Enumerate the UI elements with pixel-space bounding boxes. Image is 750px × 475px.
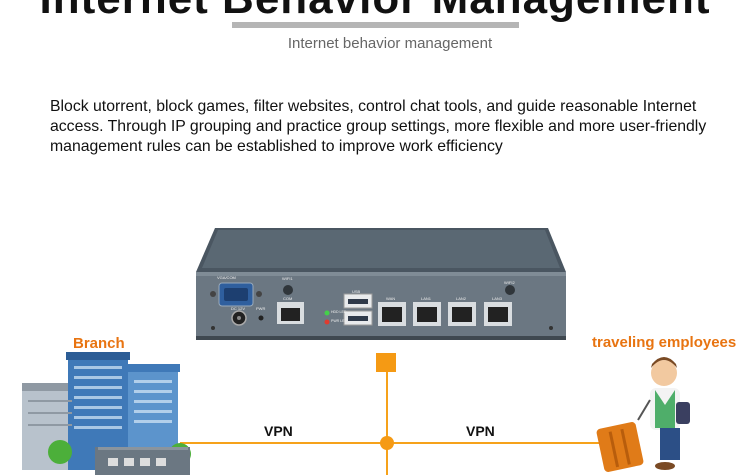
wifi2-label: WIFI2 — [504, 280, 515, 285]
wan-label: WAN — [386, 296, 396, 301]
hdd-led-label: HDD LED — [331, 310, 347, 314]
branch-building-icon — [22, 352, 191, 475]
lan3-label: LAN3 — [492, 296, 503, 301]
usb-label: USB — [352, 289, 361, 294]
lan1-label: LAN1 — [421, 296, 432, 301]
vpn-connection-lines — [180, 353, 600, 475]
title-underline — [232, 22, 519, 28]
com-port-label: COM — [283, 296, 293, 301]
firewall-device — [196, 228, 566, 340]
vga-port-label: VGA/COM — [217, 275, 236, 280]
page-subtitle: Internet behavior management — [287, 35, 493, 52]
wifi1-label: WIFI1 — [282, 276, 293, 281]
page-title: Internet Behavior Management — [0, 0, 750, 24]
traveling-employees-label: traveling employees — [592, 334, 737, 351]
traveling-employee-icon — [596, 357, 690, 472]
branch-label: Branch — [73, 335, 125, 352]
pwr-led-label: PWR LED — [331, 319, 347, 323]
vpn-label-right: VPN — [466, 423, 495, 439]
pwr-label: PWR — [256, 306, 266, 311]
lan2-label: LAN2 — [456, 296, 467, 301]
vpn-label-left: VPN — [264, 423, 293, 439]
description-text: Block utorrent, block games, filter webs… — [50, 98, 707, 155]
dc-label: DC 12V — [231, 306, 246, 311]
